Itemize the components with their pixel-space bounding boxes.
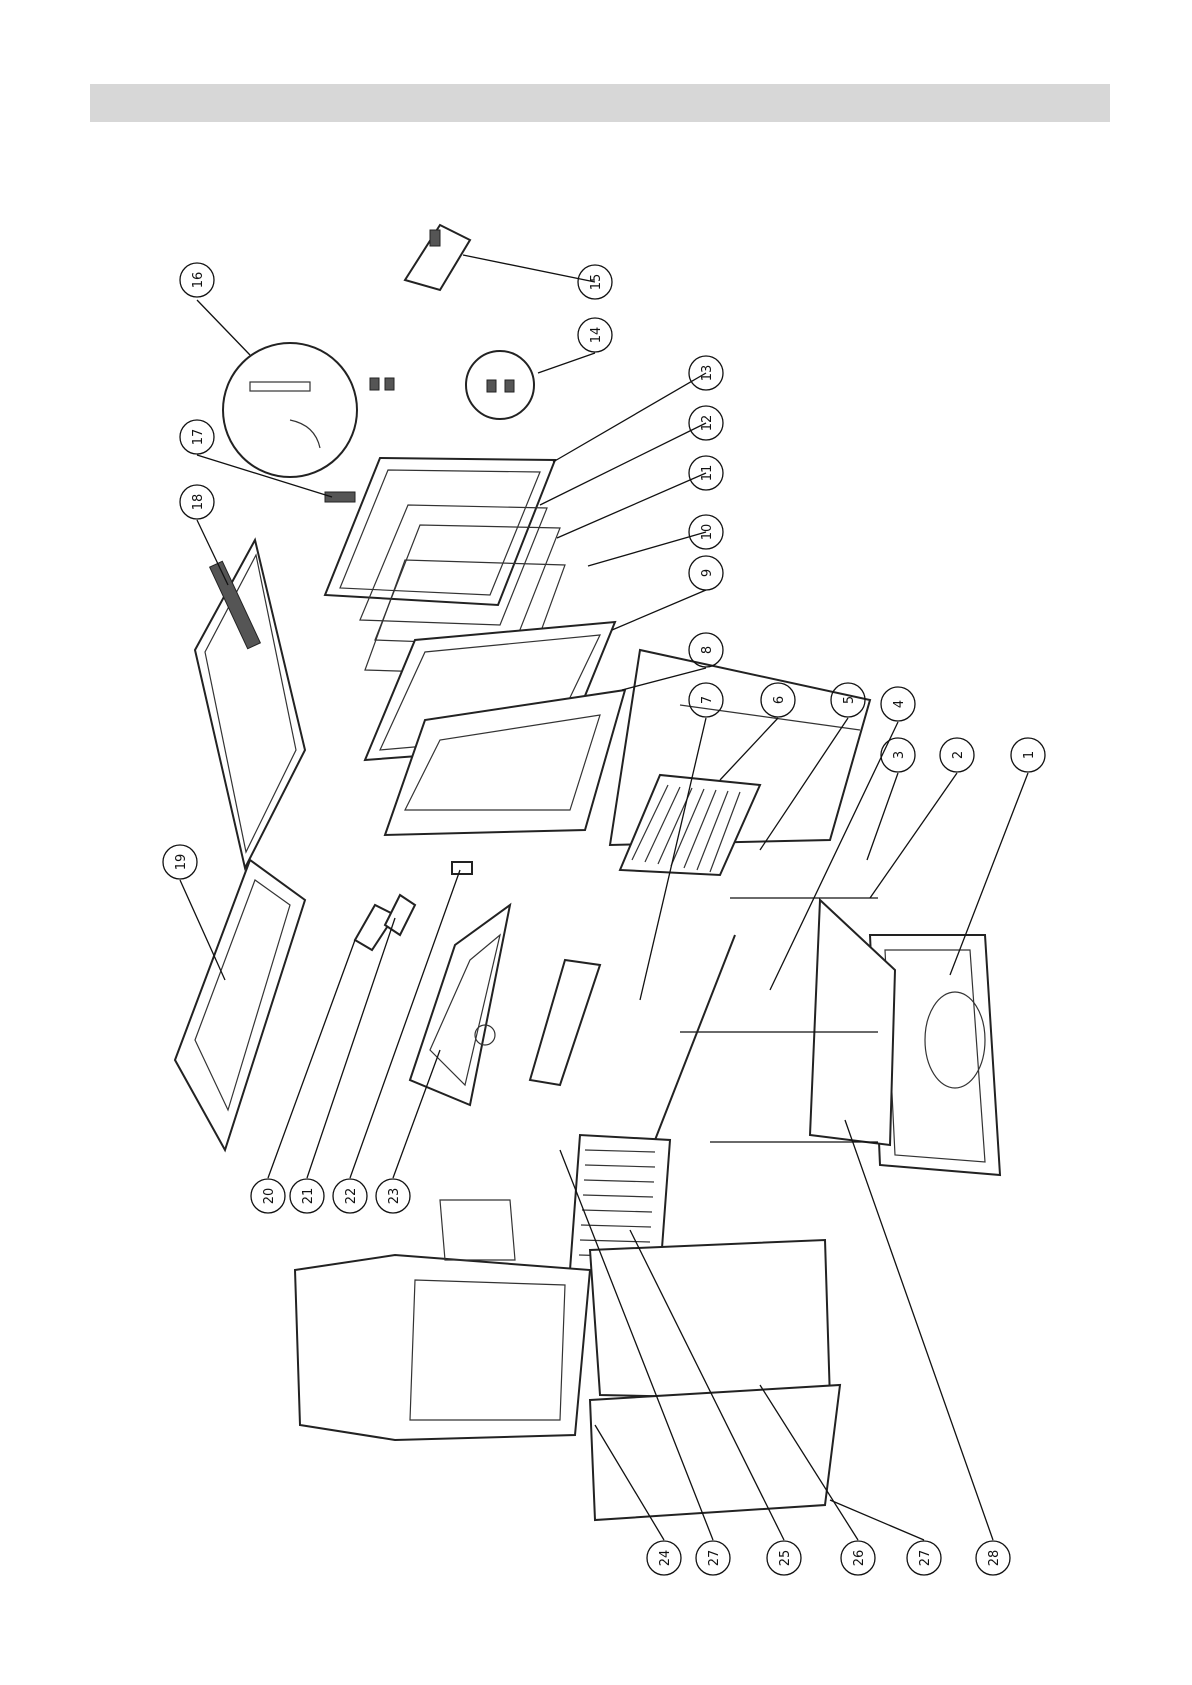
callout-19: 19 (163, 845, 197, 879)
svg-text:19: 19 (174, 854, 189, 871)
part-plate-15 (405, 225, 470, 290)
callout-27-b: 27 (907, 1541, 941, 1575)
callout-28: 28 (976, 1541, 1010, 1575)
svg-text:23: 23 (387, 1188, 402, 1205)
part-clip-17 (325, 492, 355, 502)
svg-text:11: 11 (700, 465, 715, 482)
callout-9: 9 (689, 556, 723, 590)
part-bottom-plate (680, 898, 895, 1145)
svg-text:28: 28 (987, 1550, 1002, 1567)
part-box-23 (410, 905, 510, 1105)
svg-text:4: 4 (892, 700, 907, 708)
callout-17: 17 (180, 420, 214, 454)
callout-25: 25 (767, 1541, 801, 1575)
callout-24: 24 (647, 1541, 681, 1575)
callout-8: 8 (689, 633, 723, 667)
callout-26: 26 (841, 1541, 875, 1575)
part-stove-body (295, 1200, 840, 1520)
part-detail-circle-small (466, 351, 534, 419)
svg-text:1: 1 (1022, 751, 1037, 759)
svg-text:18: 18 (191, 494, 206, 511)
callout-22: 22 (333, 1179, 367, 1213)
svg-text:13: 13 (700, 365, 715, 382)
part-side-panel-19 (175, 860, 305, 1150)
svg-text:2: 2 (951, 751, 966, 759)
svg-text:7: 7 (700, 696, 715, 704)
svg-text:25: 25 (778, 1550, 793, 1567)
svg-text:12: 12 (700, 415, 715, 432)
callout-12: 12 (689, 406, 723, 440)
svg-text:5: 5 (842, 696, 857, 704)
svg-text:24: 24 (658, 1550, 673, 1567)
svg-text:21: 21 (301, 1188, 316, 1205)
svg-text:10: 10 (700, 524, 715, 541)
callout-2: 2 (940, 738, 974, 772)
callout-1: 1 (1011, 738, 1045, 772)
part-door-frame (325, 458, 555, 605)
callout-23: 23 (376, 1179, 410, 1213)
svg-text:16: 16 (191, 272, 206, 289)
part-detail-circle-large (223, 343, 394, 477)
callout-16: 16 (180, 263, 214, 297)
callout-3: 3 (881, 738, 915, 772)
svg-text:9: 9 (700, 569, 715, 577)
callout-15: 15 (578, 265, 612, 299)
part-baffle-plate (530, 960, 600, 1085)
callout-11: 11 (689, 456, 723, 490)
svg-text:20: 20 (262, 1188, 277, 1205)
svg-text:15: 15 (589, 274, 604, 291)
svg-text:27: 27 (707, 1550, 722, 1567)
svg-text:17: 17 (191, 429, 206, 446)
part-rod (655, 935, 735, 1140)
callout-27-a: 27 (696, 1541, 730, 1575)
svg-text:26: 26 (852, 1550, 867, 1567)
svg-text:3: 3 (892, 751, 907, 759)
callout-10: 10 (689, 515, 723, 549)
callout-4: 4 (881, 687, 915, 721)
svg-text:14: 14 (589, 327, 604, 344)
svg-text:22: 22 (344, 1188, 359, 1205)
part-brackets (355, 862, 472, 950)
callout-21: 21 (290, 1179, 324, 1213)
part-top-frame (195, 540, 305, 868)
callout-20: 20 (251, 1179, 285, 1213)
svg-text:8: 8 (700, 646, 715, 654)
callout-14: 14 (578, 318, 612, 352)
callout-13: 13 (689, 356, 723, 390)
svg-text:6: 6 (772, 696, 787, 704)
svg-text:27: 27 (918, 1550, 933, 1567)
callout-18: 18 (180, 485, 214, 519)
